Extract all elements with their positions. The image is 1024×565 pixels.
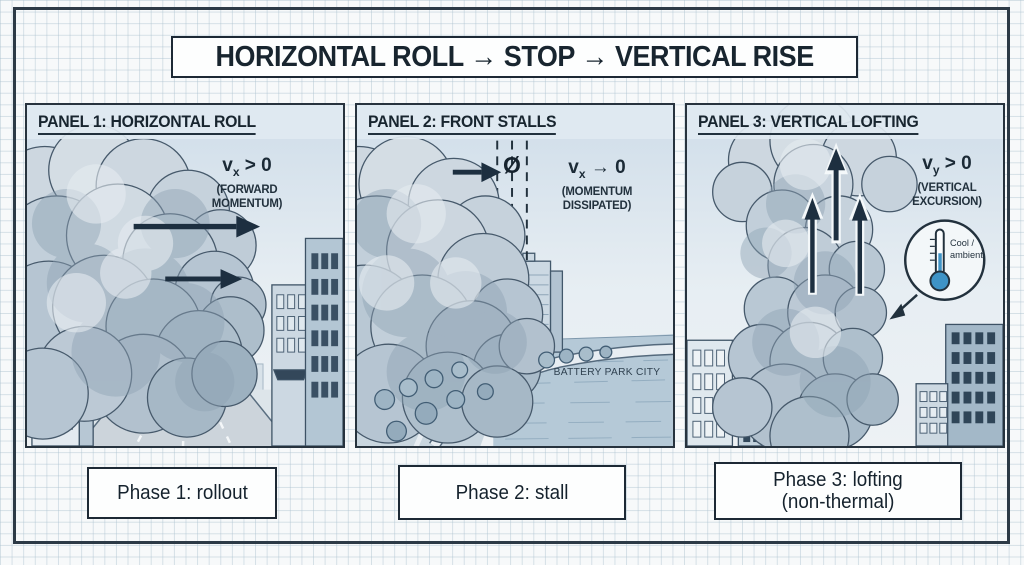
right-buildings [271, 237, 343, 446]
phase-3-label-line1: Phase 3: lofting [773, 469, 903, 491]
panel-3-formula: vy > 0 [922, 153, 972, 177]
panel-1-formula: vx > 0 [222, 155, 272, 179]
cool-ambient-label: Cool / ambient [950, 238, 983, 261]
panel-1-caption: (FORWARD MOMENTUM) [211, 182, 283, 210]
panel-2-formula: vx → 0 [568, 157, 626, 181]
battery-park-city-label: BATTERY PARK CITY [553, 366, 661, 378]
panel-1-header: PANEL 1: HORIZONTAL ROLL [38, 112, 256, 135]
inset-pointer-arrow-icon [889, 293, 918, 320]
panel-3-header-strip: PANEL 3: VERTICAL LOFTING [687, 105, 1003, 139]
phase-3-label-line2: (non-thermal) [781, 491, 895, 513]
title-banner: HORIZONTAL ROLL → STOP → VERTICAL RISE [171, 36, 858, 78]
panel-2-scene [357, 135, 673, 446]
panel-3-vertical-lofting: PANEL 3: VERTICAL LOFTING vy > 0 (VERTIC… [685, 103, 1005, 448]
stalled-cloud [357, 135, 556, 444]
temperature-inset [889, 219, 986, 320]
title-text: HORIZONTAL ROLL → STOP → VERTICAL RISE [215, 40, 814, 73]
phase-1-label: Phase 1: rollout [116, 482, 248, 504]
right-arrow-icon [133, 215, 261, 289]
stall-arrow-icon [452, 162, 502, 183]
phase-2-label: Phase 2: stall [455, 481, 569, 504]
panel-3-scene [687, 105, 1003, 446]
panel-1-horizontal-roll: PANEL 1: HORIZONTAL ROLL vx > 0 (FORWARD… [25, 103, 345, 448]
panel-3-caption: (VERTICAL EXCURSION) [912, 180, 982, 208]
dust-cloud [27, 124, 267, 440]
trees [374, 345, 613, 442]
panel-1-scene [27, 124, 343, 446]
phase-3-label-box: Phase 3: lofting (non-thermal) [714, 462, 962, 520]
panel-2-caption: (MOMENTUM DISSIPATED) [561, 184, 633, 212]
null-symbol: Ø [503, 152, 521, 178]
panel-2-header: PANEL 2: FRONT STALLS [368, 112, 557, 135]
panel-2-header-strip: PANEL 2: FRONT STALLS [357, 105, 673, 139]
panel-2-front-stalls: PANEL 2: FRONT STALLS Ø vx → 0 (MOMENTUM… [355, 103, 675, 448]
phase-2-label-box: Phase 2: stall [398, 465, 626, 520]
phase-1-label-box: Phase 1: rollout [87, 467, 277, 519]
up-arrow-icon [801, 142, 871, 296]
panel-3-header: PANEL 3: VERTICAL LOFTING [698, 112, 919, 135]
thermometer-icon [929, 228, 951, 292]
panel-1-header-strip: PANEL 1: HORIZONTAL ROLL [27, 105, 343, 139]
